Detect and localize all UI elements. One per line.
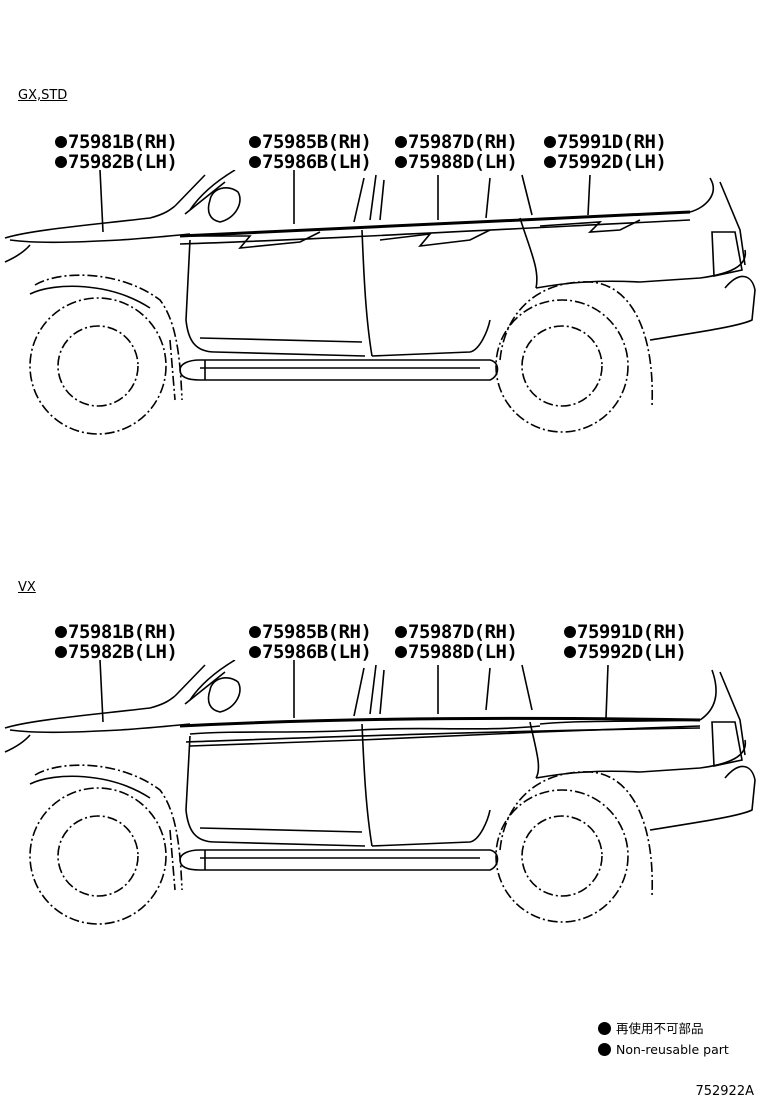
part-number-lh: 75986B(LH) xyxy=(262,151,372,173)
non-reusable-marker-icon xyxy=(249,136,261,148)
non-reusable-marker-icon xyxy=(395,646,407,658)
non-reusable-marker-icon xyxy=(55,646,67,658)
part-number-rh: 75987D(RH) xyxy=(408,621,518,643)
legend-item-en: Non-reusable part xyxy=(598,1039,729,1060)
non-reusable-marker-icon xyxy=(249,626,261,638)
part-label-group-1: 75981B(RH) 75982B(LH) xyxy=(55,621,178,663)
part-label-group-4: 75991D(RH) 75992D(LH) xyxy=(564,621,687,663)
part-label-group-3: 75987D(RH) 75988D(LH) xyxy=(395,131,518,173)
non-reusable-marker-icon xyxy=(249,156,261,168)
non-reusable-marker-icon xyxy=(544,156,556,168)
part-label-group-2: 75985B(RH) 75986B(LH) xyxy=(249,621,372,663)
part-number-lh: 75988D(LH) xyxy=(408,151,518,173)
non-reusable-marker-icon xyxy=(564,646,576,658)
non-reusable-marker-icon xyxy=(564,626,576,638)
variant-label-vx: VX xyxy=(18,580,36,595)
non-reusable-marker-icon xyxy=(544,136,556,148)
non-reusable-marker-icon xyxy=(249,646,261,658)
legend-item-jp: 再使用不可部品 xyxy=(598,1018,729,1039)
vehicle-side-illustration-vx xyxy=(4,660,756,925)
part-number-rh: 75991D(RH) xyxy=(557,131,667,153)
part-label-group-3: 75987D(RH) 75988D(LH) xyxy=(395,621,518,663)
part-number-rh: 75987D(RH) xyxy=(408,131,518,153)
part-number-rh: 75985B(RH) xyxy=(262,621,372,643)
part-label-group-1: 75981B(RH) 75982B(LH) xyxy=(55,131,178,173)
non-reusable-marker-icon xyxy=(55,136,67,148)
legend-label-en: Non-reusable part xyxy=(616,1042,729,1057)
part-label-group-4: 75991D(RH) 75992D(LH) xyxy=(544,131,667,173)
figure-number: 752922A xyxy=(695,1084,754,1099)
part-number-lh: 75992D(LH) xyxy=(557,151,667,173)
non-reusable-marker-icon xyxy=(395,626,407,638)
part-number-lh: 75992D(LH) xyxy=(577,641,687,663)
part-number-rh: 75985B(RH) xyxy=(262,131,372,153)
non-reusable-marker-icon xyxy=(598,1022,611,1035)
non-reusable-marker-icon xyxy=(395,136,407,148)
non-reusable-marker-icon xyxy=(395,156,407,168)
vehicle-side-illustration-gx-std xyxy=(4,170,756,435)
part-number-lh: 75982B(LH) xyxy=(68,641,178,663)
part-number-rh: 75991D(RH) xyxy=(577,621,687,643)
part-number-lh: 75986B(LH) xyxy=(262,641,372,663)
non-reusable-marker-icon xyxy=(55,626,67,638)
part-number-lh: 75982B(LH) xyxy=(68,151,178,173)
non-reusable-marker-icon xyxy=(55,156,67,168)
non-reusable-marker-icon xyxy=(598,1043,611,1056)
variant-label-gx-std: GX,STD xyxy=(18,88,68,103)
part-label-group-2: 75985B(RH) 75986B(LH) xyxy=(249,131,372,173)
part-number-lh: 75988D(LH) xyxy=(408,641,518,663)
part-number-rh: 75981B(RH) xyxy=(68,621,178,643)
legend: 再使用不可部品 Non-reusable part xyxy=(598,1018,729,1060)
part-number-rh: 75981B(RH) xyxy=(68,131,178,153)
legend-label-jp: 再使用不可部品 xyxy=(616,1021,704,1036)
